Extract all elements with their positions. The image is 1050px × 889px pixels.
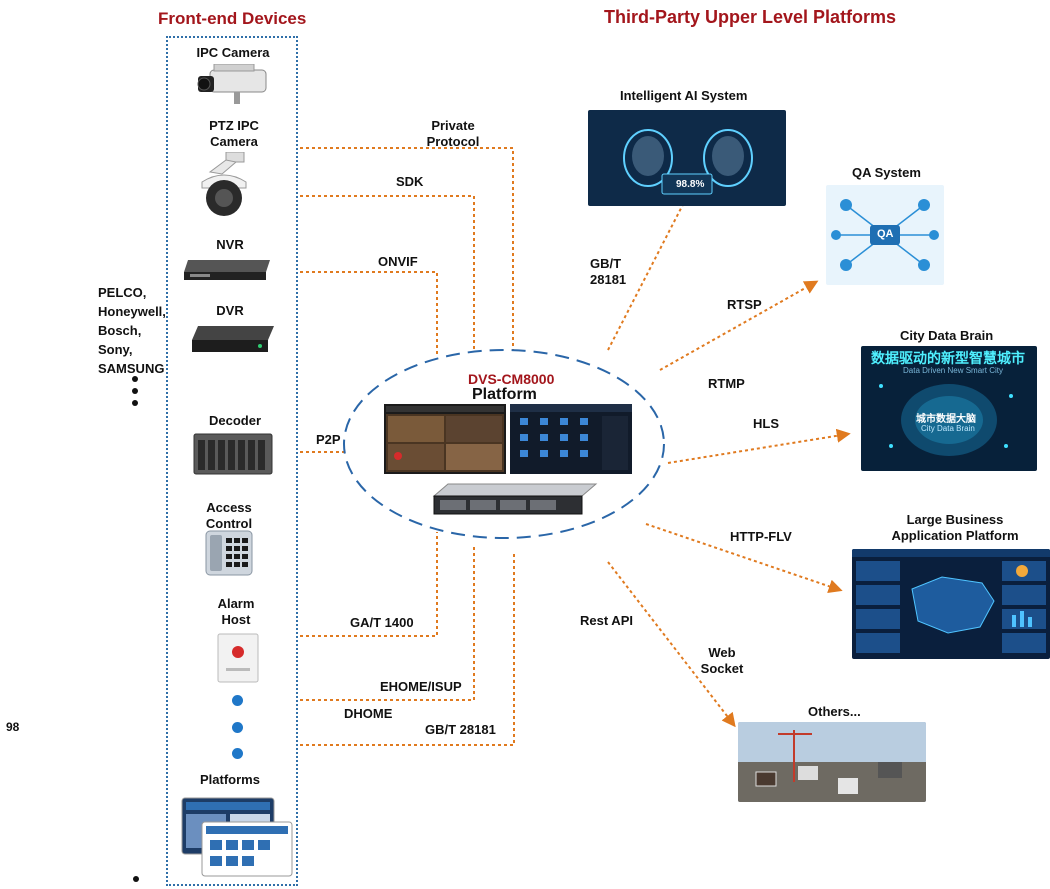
line-ehome [300,545,475,701]
more-devices-dot-1 [232,695,243,706]
city-brain-en-center: City Data Brain [921,424,975,433]
vendor-item: PELCO, [98,285,147,300]
arrow-biz [645,523,843,594]
business-platform-label: Large Business Application Platform [891,512,1019,543]
gb-left-label: GB/T 28181 [425,722,496,737]
dvr-icon [192,326,274,352]
decoder-label: Decoder [208,413,262,428]
platform-title: Platform [472,386,537,403]
front-end-devices-header: Front-end Devices [158,9,307,28]
more-devices-dot-2 [232,722,243,733]
access-control-label: Access Control [205,500,253,531]
arrow-brain [667,428,851,464]
platform-screen-app-grid [510,404,632,474]
access-control-icon [205,530,253,576]
dvr-label: DVR [216,303,244,318]
hls-label: HLS [753,416,779,431]
decoder-icon [193,433,273,475]
ai-score-value: 98.8% [676,179,705,190]
rtsp-label: RTSP [727,297,762,312]
rest-api-label: Rest API [580,613,633,628]
city-data-brain-image: 数据驱动的新型智慧城市 Data Driven New Smart City 城… [861,346,1037,471]
vendor-more-dot-1 [132,376,138,382]
city-brain-cn-title: 数据驱动的新型智慧城市 [871,350,1025,366]
vendor-more-dot-3 [132,400,138,406]
vendor-item: Bosch, [98,323,142,338]
others-image [738,722,926,802]
arrow-qa [659,280,819,371]
line-private-protocol [300,147,514,350]
city-data-brain-label: City Data Brain [900,328,994,343]
ipc-camera-icon [197,64,267,104]
qa-system-image: QA [826,185,944,285]
ptz-camera-icon [201,152,247,216]
private-protocol-label: Private Protocol [426,118,480,149]
qa-badge: QA [877,228,894,240]
third-party-platforms-header: Third-Party Upper Level Platforms [604,7,897,27]
vendor-item: Sony, [98,342,133,357]
platform-server-icon [432,483,598,515]
line-gb-left [300,552,515,746]
onvif-label: ONVIF [378,254,418,269]
platforms-icon [181,797,293,877]
rtmp-label: RTMP [708,376,745,391]
line-ga [300,532,438,637]
ga-label: GA/T 1400 [350,615,414,630]
web-socket-label: Web Socket [700,645,744,676]
dhome-label: DHOME [344,706,393,721]
edge-fragment-number: 98 [6,720,20,734]
qa-system-label: QA System [852,165,921,180]
ai-system-label: Intelligent AI System [620,88,748,103]
arrow-ai [607,182,695,351]
sdk-label: SDK [396,174,424,189]
front-end-devices-panel [166,36,298,886]
vendor-item: SAMSUNG [98,361,165,376]
gb-right-label: GB/T 28181 [590,256,627,287]
ehome-label: EHOME/ISUP [380,679,462,694]
business-platform-image [852,549,1050,659]
ai-system-image: 98.8% [588,110,786,206]
nvr-label: NVR [216,237,244,252]
platform-ellipse [343,349,665,539]
others-label: Others... [808,704,861,719]
more-devices-dot-3 [232,748,243,759]
city-brain-cn-center: 城市数据大脑 [916,414,976,425]
vendor-item: Honeywell, [98,304,166,319]
http-flv-label: HTTP-FLV [730,529,792,544]
vendor-list: PELCO, Honeywell, Bosch, Sony, SAMSUNG [98,283,166,378]
alarm-host-label: Alarm Host [217,596,255,627]
arrow-others [607,561,736,728]
platform-screen-video-wall [384,404,506,474]
line-onvif [300,271,438,357]
ipc-camera-label: IPC Camera [196,45,270,60]
city-brain-en-subtitle: Data Driven New Smart City [903,366,1004,375]
bottom-dot [133,876,139,882]
platforms-label: Platforms [200,772,260,787]
platform-title-model: DVS-CM8000 [468,371,555,387]
vendor-more-dot-2 [132,388,138,394]
alarm-host-icon [217,633,259,683]
line-sdk [300,195,475,350]
nvr-icon [184,260,270,280]
ptz-ipc-camera-label: PTZ IPC Camera [209,118,259,149]
p2p-label: P2P [316,432,341,447]
